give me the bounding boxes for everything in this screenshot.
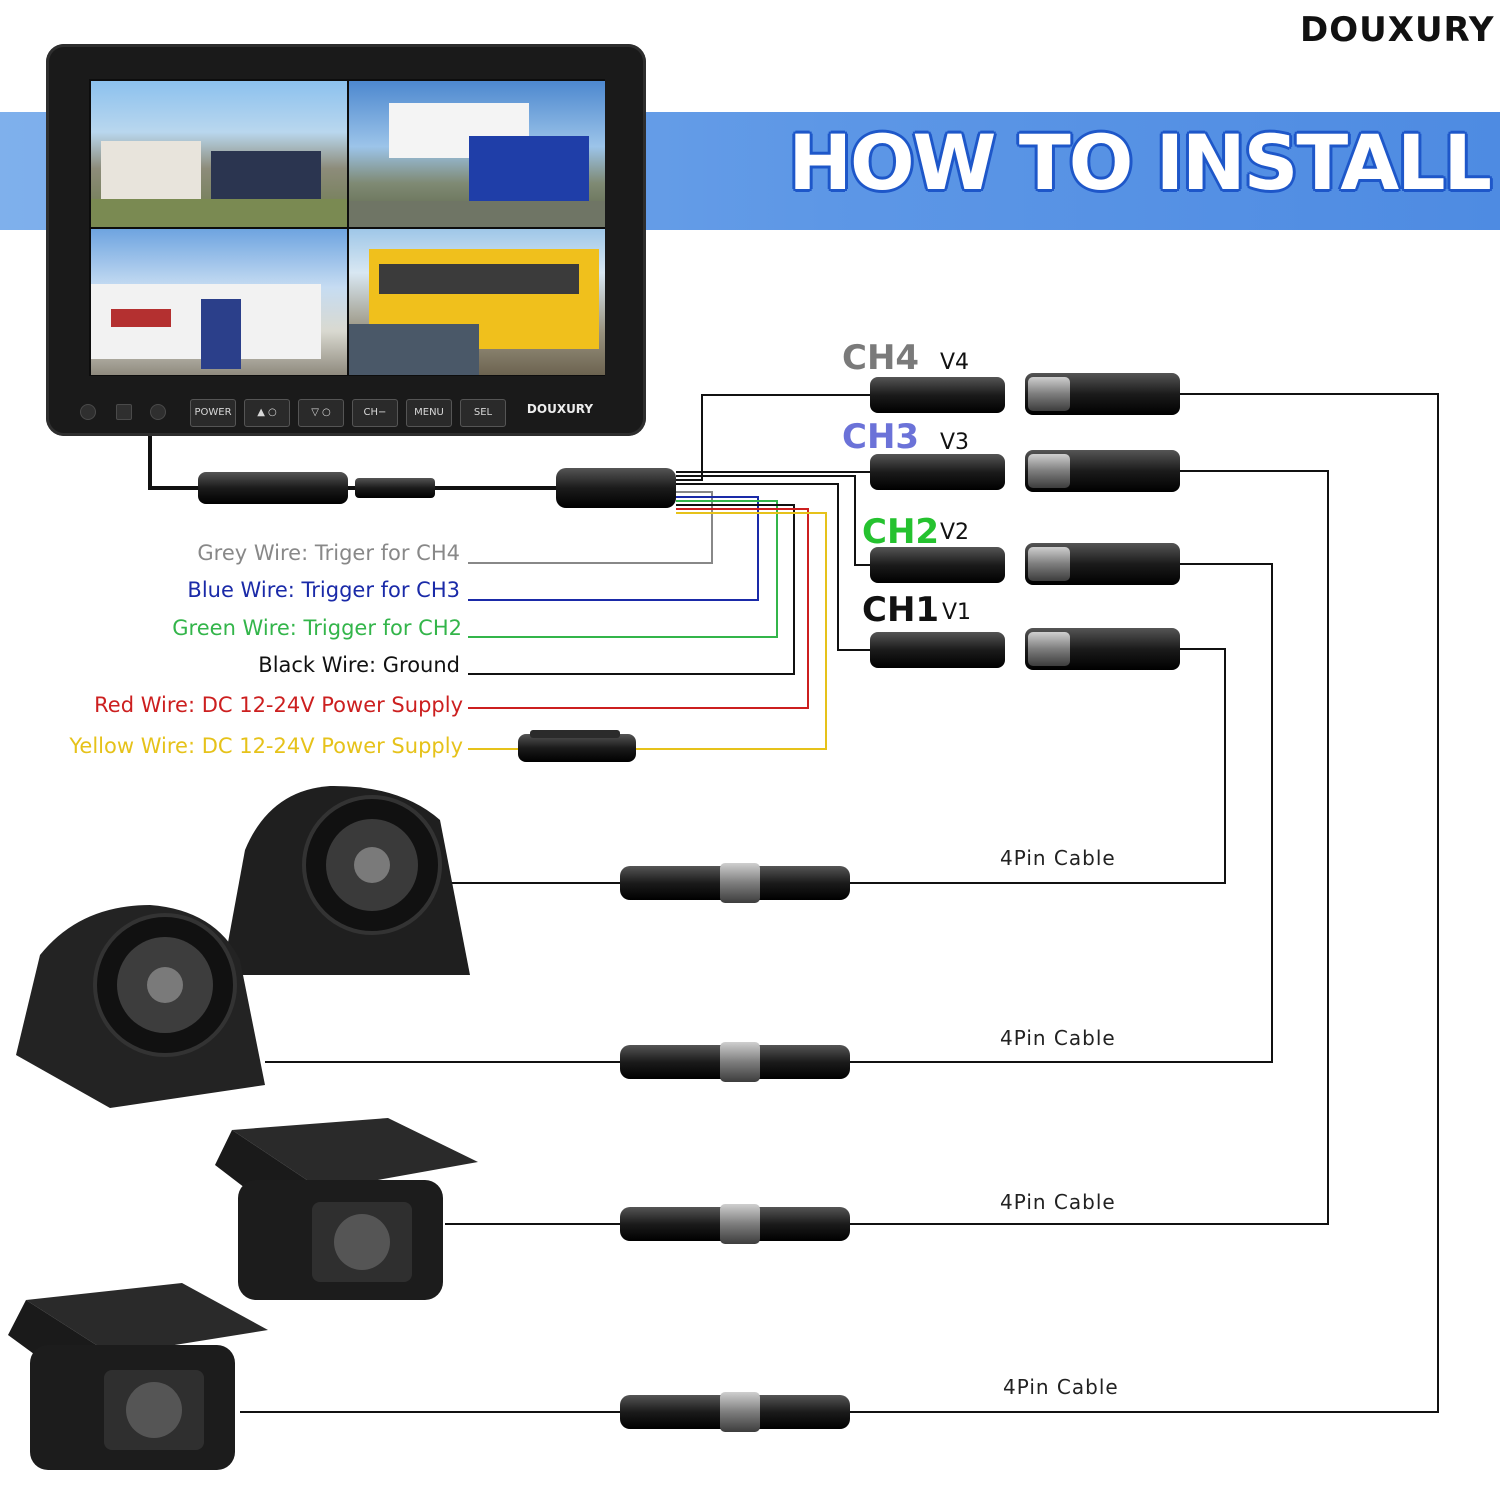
cable-coupler-1 xyxy=(620,863,850,903)
cable-coupler-3 xyxy=(620,1204,850,1244)
black-wire xyxy=(468,504,795,675)
menu-button[interactable]: MENU xyxy=(406,399,452,427)
v2-label: V2 xyxy=(940,520,970,545)
ch3-run xyxy=(850,470,1329,1225)
black-wire-label: Black Wire: Ground xyxy=(258,653,460,677)
brand-logo: DOUXURY xyxy=(1300,10,1495,50)
bracket-camera-1 xyxy=(215,1118,478,1300)
cable-coupler-4 xyxy=(620,1392,850,1432)
power-button[interactable]: POWER xyxy=(190,399,236,427)
cable-label-3: 4Pin Cable xyxy=(1000,1190,1116,1214)
red-wire xyxy=(468,508,809,709)
grey-wire-label: Grey Wire: Triger for CH4 xyxy=(197,541,460,565)
cable-label-2: 4Pin Cable xyxy=(1000,1026,1116,1050)
channel-button[interactable]: CH− xyxy=(352,399,398,427)
ch1-connector-pair xyxy=(870,628,1180,670)
v3-label: V3 xyxy=(940,430,970,455)
screen-quadrant-3 xyxy=(91,229,347,375)
screen-quadrant-4 xyxy=(349,229,605,375)
bracket-camera-2 xyxy=(8,1283,268,1470)
cable-label-4: 4Pin Cable xyxy=(1003,1375,1119,1399)
green-wire-label: Green Wire: Trigger for CH2 xyxy=(172,616,462,640)
indicator-led xyxy=(150,404,166,420)
down-button[interactable]: ▽ ○ xyxy=(298,399,344,427)
yellow-wire-label: Yellow Wire: DC 12-24V Power Supply xyxy=(69,734,463,758)
v1-label: V1 xyxy=(942,600,972,625)
blue-wire-label: Blue Wire: Trigger for CH3 xyxy=(187,578,460,602)
v4-label: V4 xyxy=(940,350,970,375)
cable-coupler-2 xyxy=(620,1042,850,1082)
ch4-label: CH4 xyxy=(842,338,920,378)
red-wire-label: Red Wire: DC 12-24V Power Supply xyxy=(94,693,463,717)
cable-label-1: 4Pin Cable xyxy=(1000,846,1116,870)
fuse-holder xyxy=(518,734,636,762)
yellow-wire xyxy=(636,512,827,750)
monitor-connector-male xyxy=(198,472,348,504)
grey-wire xyxy=(468,491,713,564)
ch1-run xyxy=(850,648,1226,884)
monitor-cable xyxy=(148,436,200,490)
blue-wire xyxy=(468,496,759,601)
select-button[interactable]: SEL xyxy=(460,399,506,427)
dome-camera-2 xyxy=(16,905,265,1108)
page-title: HOW TO INSTALL xyxy=(788,118,1492,207)
monitor-logo: DOUXURY xyxy=(526,402,594,416)
ch1-label: CH1 xyxy=(862,590,940,630)
ch3-label: CH3 xyxy=(842,417,920,457)
ch4-connector-pair xyxy=(870,373,1180,415)
screen-quadrant-2 xyxy=(349,81,605,227)
ch2-label: CH2 xyxy=(862,512,940,552)
ch2-connector-pair xyxy=(870,543,1180,585)
harness-connector xyxy=(556,468,676,508)
ch4-run xyxy=(850,393,1439,1413)
power-led xyxy=(80,404,96,420)
ch2-run xyxy=(850,563,1273,1063)
up-button[interactable]: ▲ ○ xyxy=(244,399,290,427)
monitor-screen xyxy=(89,79,605,376)
sensor-icon xyxy=(116,404,132,420)
ch3-connector-pair xyxy=(870,450,1180,492)
screen-quadrant-1 xyxy=(91,81,347,227)
green-wire xyxy=(468,500,778,638)
dome-camera-1 xyxy=(222,785,470,975)
